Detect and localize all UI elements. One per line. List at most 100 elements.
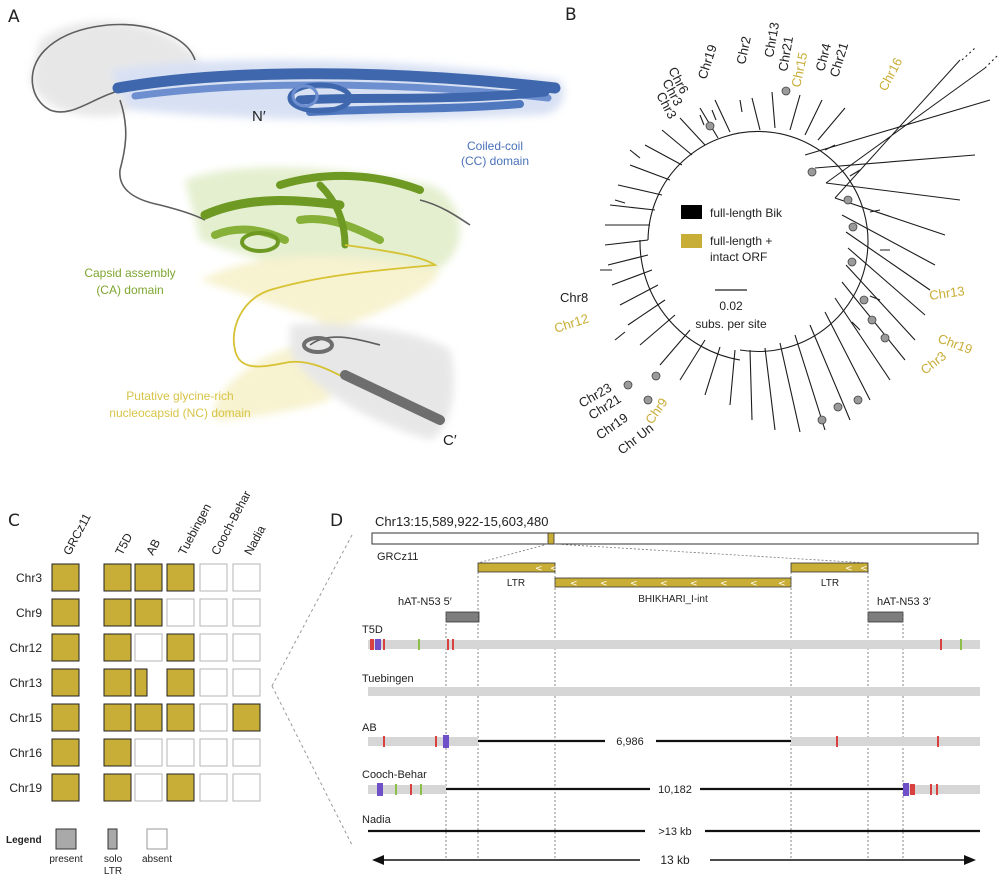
hat-right-block [867, 611, 904, 623]
arrow-left-icon [372, 855, 384, 865]
cell-absent [199, 703, 228, 732]
loop-n-terminal [31, 23, 196, 113]
cell-absent [232, 563, 261, 592]
bootstrap-nodes [623, 86, 890, 425]
cell-present [166, 773, 195, 802]
tip-label-chr8: Chr8 [560, 290, 588, 305]
phylogenetic-tree [600, 47, 999, 433]
hat-left-label: hAT-N53 5′ [398, 596, 452, 608]
nc-thread [232, 244, 438, 379]
row-label: Chr13 [9, 676, 42, 690]
internal-region [554, 577, 792, 588]
cell-absent [199, 773, 228, 802]
ca-domain-label-line2: (CA) domain [96, 283, 163, 297]
cell-absent [232, 738, 261, 767]
legend-solo-swatch [107, 828, 118, 850]
cell-present [103, 703, 132, 732]
row-label: Chr12 [9, 641, 42, 655]
svg-text:<: < [690, 579, 698, 589]
cell-absent [166, 598, 195, 627]
tip-label: Chr13 [761, 21, 782, 58]
legend-absent-label: absent [142, 854, 172, 865]
legend-present-swatch [55, 828, 77, 850]
tip-label-chr12: Chr12 [552, 311, 590, 336]
ltr-left [477, 562, 556, 573]
cell-present [134, 563, 163, 592]
svg-text:<: < [778, 579, 786, 589]
nc-domain-label-line1: Putative glycine-rich [126, 389, 233, 403]
track-label: AB [362, 722, 377, 734]
tip-label: Chr4 [812, 42, 834, 73]
track-tuebingen [368, 687, 980, 696]
internal-label: BHIKHARI_I-int [638, 594, 708, 605]
svg-text:<: < [535, 564, 543, 574]
variant-marks [383, 735, 939, 748]
svg-text:<: < [600, 579, 608, 589]
ltr-right [790, 562, 869, 573]
ltr-left-label: LTR [507, 578, 525, 589]
column-header: AB [143, 537, 163, 558]
cell-absent [232, 633, 261, 662]
svg-text:<: < [550, 564, 558, 574]
row-label: Chr19 [9, 781, 42, 795]
variant-marks [377, 783, 938, 796]
svg-text:<: < [630, 579, 638, 589]
svg-text:<: < [570, 579, 578, 589]
tip-label: Chr15 [788, 51, 810, 89]
boundary-guides [445, 572, 904, 860]
legend-swatch-gold [681, 234, 702, 248]
arrow-right-icon [964, 855, 976, 865]
hat-right-label: hAT-N53 3′ [877, 596, 931, 608]
ca-domain-label-line1: Capsid assembly [84, 266, 175, 280]
cell-present [103, 668, 132, 697]
track-ab-left [368, 737, 478, 746]
cell-present [51, 668, 80, 697]
cc-domain-label-line2: (CC) domain [461, 154, 529, 168]
tip-label: Chr16 [875, 55, 905, 93]
cell-absent [199, 738, 228, 767]
cell-present [166, 633, 195, 662]
ltr-right-label: LTR [821, 578, 839, 589]
panel-d: D Chr13:15,589,922-15,603,480 GRCz11 << … [330, 511, 980, 867]
cell-absent [232, 668, 261, 697]
tip-label: Chr13 [928, 283, 965, 303]
panel-a: A N′ Coiled-coil (CC) domain [8, 7, 564, 449]
track-label: Nadia [362, 814, 392, 826]
cell-absent [134, 773, 163, 802]
tip-label: Chr21 [775, 35, 796, 72]
reference-label: GRCz11 [377, 551, 418, 563]
cell-present [103, 738, 132, 767]
cell-present [134, 703, 163, 732]
insertion-marker [547, 532, 555, 545]
hat-left-block [445, 611, 480, 623]
nc-domain-label-line2: nucleocapsid (NC) domain [109, 406, 250, 420]
track-cooch-right [903, 785, 980, 794]
cell-present [103, 773, 132, 802]
panel-label-d: D [330, 511, 343, 531]
column-header: T5D [112, 531, 135, 558]
cell-absent [166, 738, 195, 767]
zoom-line [477, 543, 549, 564]
svg-text:<: < [660, 579, 668, 589]
cell-present [51, 563, 80, 592]
cell-present [51, 773, 80, 802]
svg-text:<: < [845, 564, 853, 574]
gap-ab-label: 6,986 [616, 736, 644, 748]
n-terminus-label: N′ [252, 108, 266, 125]
tip-label: Chr19 [695, 43, 720, 81]
row-label: Chr15 [9, 711, 42, 725]
tip-label: Chr2 [733, 35, 754, 66]
legend-absent-swatch [146, 828, 168, 850]
legend-present-label: present [49, 854, 83, 865]
gap-nadia-label: >13 kb [658, 826, 691, 838]
c-terminus-label: C′ [443, 432, 457, 449]
cell-present [51, 633, 80, 662]
cell-absent [134, 633, 163, 662]
track-label: T5D [362, 624, 383, 636]
row-label: Chr9 [16, 606, 42, 620]
coiled-coil-helices [112, 68, 561, 116]
zoom-guide [271, 685, 353, 846]
legend-black-label: full-length Bik [710, 206, 783, 220]
